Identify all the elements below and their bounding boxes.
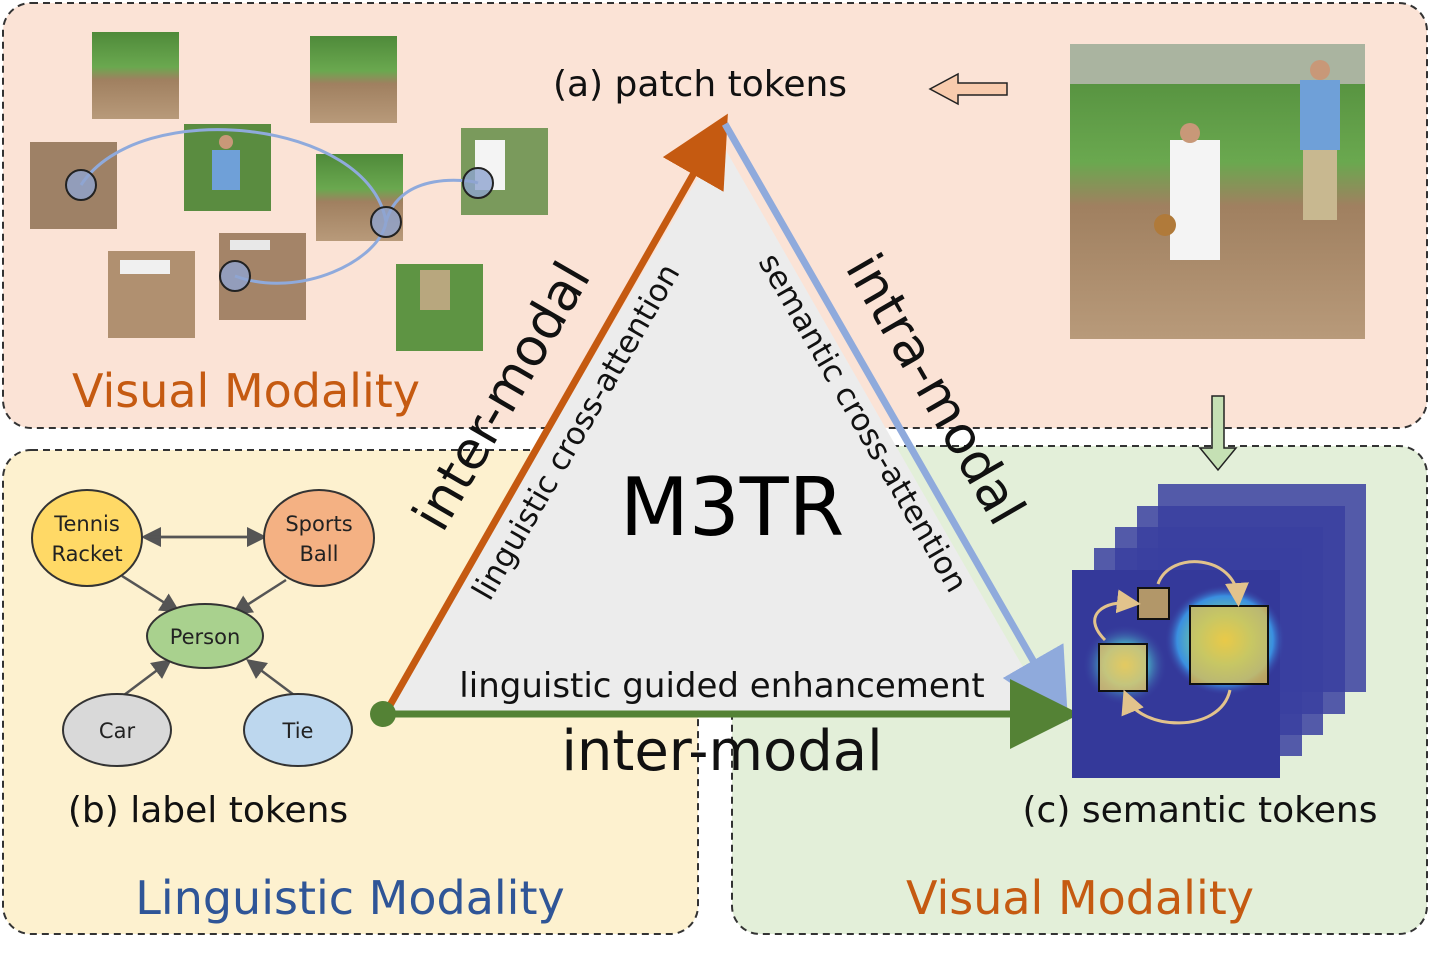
node-tie (243, 693, 353, 767)
node-person (146, 603, 264, 669)
linguistic-modality-label: Linguistic Modality (135, 871, 564, 925)
node-label: Ball (300, 542, 339, 566)
node-tennis-racket (31, 489, 143, 587)
patch-connection (79, 128, 388, 223)
patch-node (370, 206, 402, 238)
bottom-edge-inner-label: linguistic guided enhancement (459, 666, 984, 706)
patch-tile (310, 36, 397, 123)
patch-node (462, 167, 494, 199)
label-tokens-caption: (b) label tokens (68, 790, 348, 831)
patch-tile (92, 32, 179, 119)
label-graph: Tennis Racket Sports Ball Person Car Tie (31, 489, 375, 767)
patch-tiles (30, 32, 548, 351)
semantic-token (1189, 605, 1269, 685)
node-label: Sports (285, 512, 352, 536)
node-sports-ball (263, 489, 375, 587)
center-label: M3TR (620, 461, 844, 554)
node-label: Person (170, 625, 241, 649)
node-label: Car (99, 719, 136, 743)
patch-node (65, 169, 97, 201)
bottom-edge-outer-label: inter-modal (561, 719, 882, 784)
visual-modality-top-label: Visual Modality (72, 364, 420, 418)
token-link (1156, 560, 1249, 607)
semantic-tokens-caption: (c) semantic tokens (1023, 790, 1378, 831)
token-link (1093, 589, 1141, 642)
patch-tokens-caption: (a) patch tokens (553, 64, 847, 105)
semantic-token (1098, 643, 1148, 692)
left-arrow (928, 72, 1008, 106)
node-label: Tie (282, 719, 314, 743)
semantic-token (1137, 587, 1170, 620)
node-car (62, 693, 172, 767)
visual-modality-bottom-label: Visual Modality (906, 871, 1254, 925)
down-arrow (1198, 395, 1238, 472)
token-link (1121, 689, 1232, 725)
patch-node (219, 260, 251, 292)
center-triangle (385, 140, 1050, 714)
baseball-photo (1070, 44, 1365, 339)
node-label: Racket (51, 542, 122, 566)
node-label: Tennis (53, 512, 120, 536)
left-edge-arrow (381, 113, 728, 716)
start-dot (370, 701, 396, 727)
right-edge-arrow (721, 122, 1068, 722)
